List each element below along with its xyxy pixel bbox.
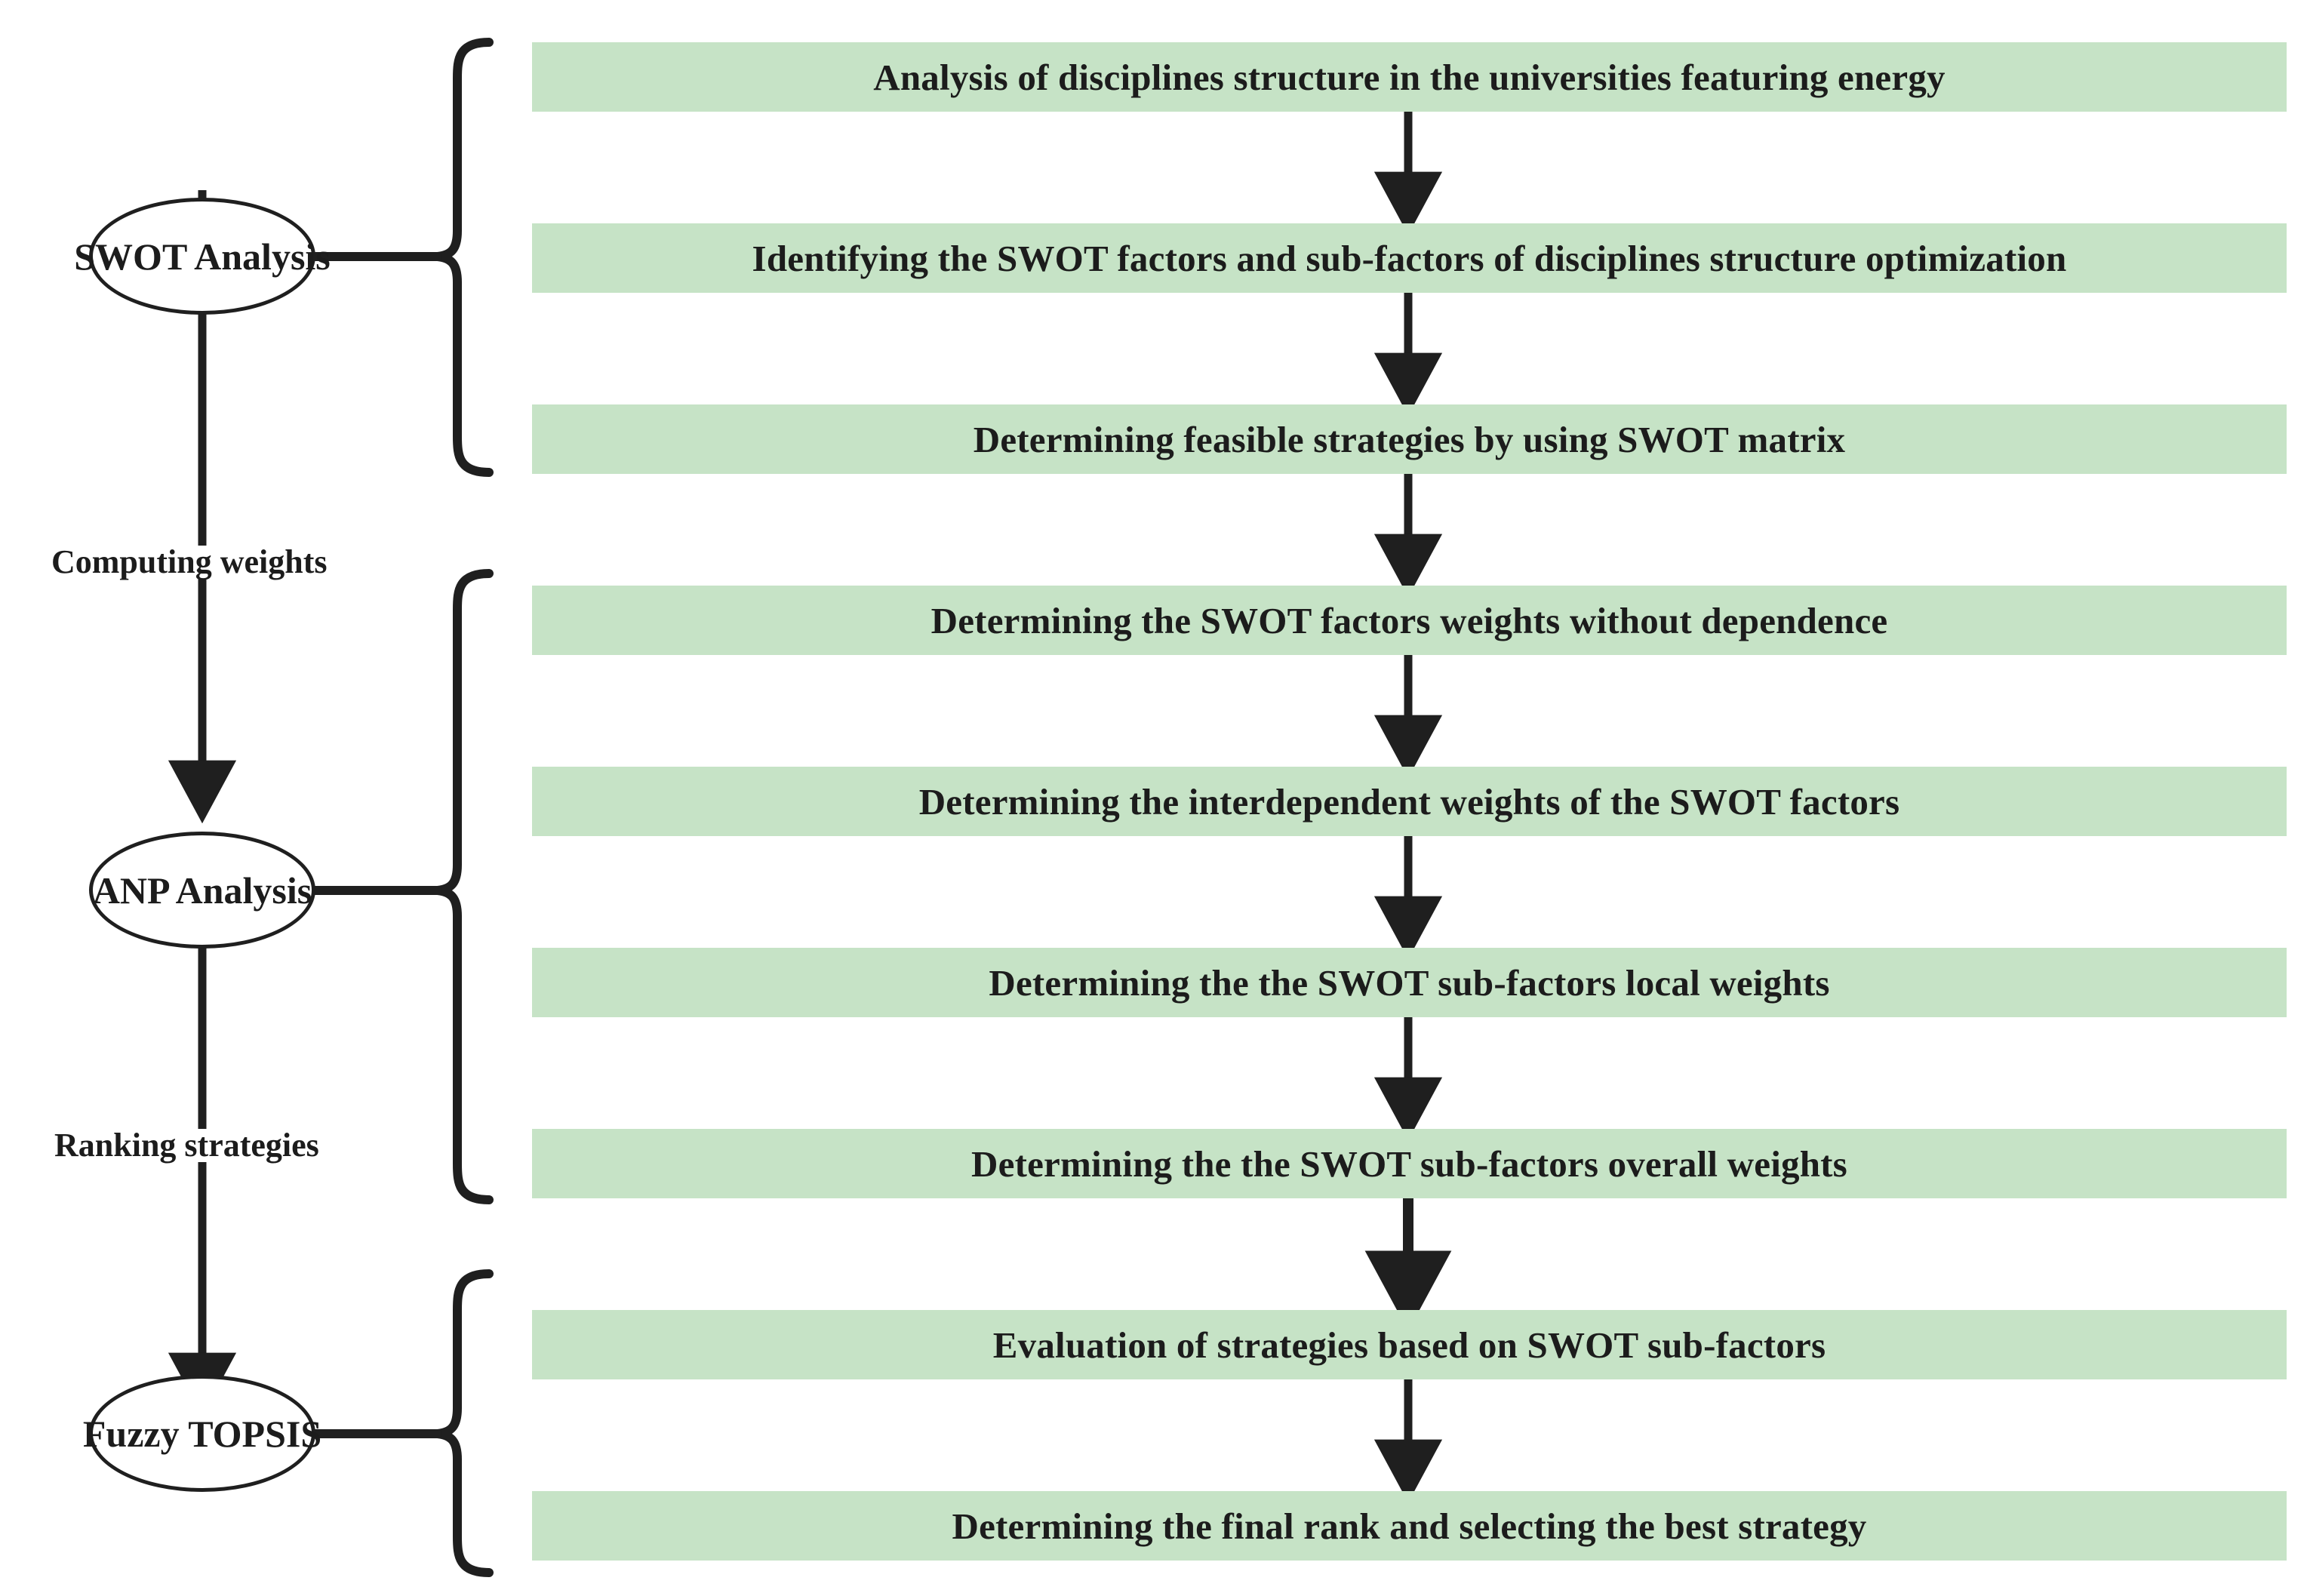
edge-label-computing-weights: Computing weights <box>47 546 332 579</box>
edge-label-ranking-strategies: Ranking strategies <box>50 1129 324 1162</box>
step-box-8[interactable]: Evaluation of strategies based on SWOT s… <box>532 1310 2287 1379</box>
step-label-1: Analysis of disciplines structure in the… <box>873 56 1946 98</box>
step-box-7[interactable]: Determining the the SWOT sub-factors ove… <box>532 1129 2287 1198</box>
step-label-4: Determining the SWOT factors weights wit… <box>930 599 1888 641</box>
step-box-2[interactable]: Identifying the SWOT factors and sub-fac… <box>532 223 2287 293</box>
step-label-7: Determining the the SWOT sub-factors ove… <box>971 1142 1847 1185</box>
phase-label-fuzzy-topsis: Fuzzy TOPSIS <box>82 1412 322 1455</box>
step-box-6[interactable]: Determining the the SWOT sub-factors loc… <box>532 948 2287 1017</box>
step-box-3[interactable]: Determining feasible strategies by using… <box>532 404 2287 474</box>
phase-ellipse-swot[interactable]: SWOT Analysis <box>74 198 331 315</box>
phase-label-swot: SWOT Analysis <box>74 235 331 278</box>
step-label-8: Evaluation of strategies based on SWOT s… <box>992 1324 1826 1366</box>
brace-fuzzy-topsis <box>433 1269 494 1577</box>
step-label-6: Determining the the SWOT sub-factors loc… <box>989 961 1830 1004</box>
step-box-1[interactable]: Analysis of disciplines structure in the… <box>532 42 2287 112</box>
step-label-9: Determining the final rank and selecting… <box>952 1505 1867 1547</box>
step-box-4[interactable]: Determining the SWOT factors weights wit… <box>532 586 2287 655</box>
brace-swot <box>433 38 494 477</box>
phase-ellipse-anp[interactable]: ANP Analysis <box>89 832 315 949</box>
step-box-9[interactable]: Determining the final rank and selecting… <box>532 1491 2287 1561</box>
brace-anp <box>433 569 494 1204</box>
brace-connector-stubs <box>311 252 442 1438</box>
step-label-2: Identifying the SWOT factors and sub-fac… <box>752 237 2067 279</box>
group-braces <box>433 38 494 1577</box>
phase-ellipse-fuzzy-topsis[interactable]: Fuzzy TOPSIS <box>83 1375 321 1492</box>
phase-label-anp: ANP Analysis <box>92 869 312 912</box>
step-label-5: Determining the interdependent weights o… <box>918 780 1900 823</box>
step-box-5[interactable]: Determining the interdependent weights o… <box>532 767 2287 836</box>
step-label-3: Determining feasible strategies by using… <box>973 418 1846 460</box>
